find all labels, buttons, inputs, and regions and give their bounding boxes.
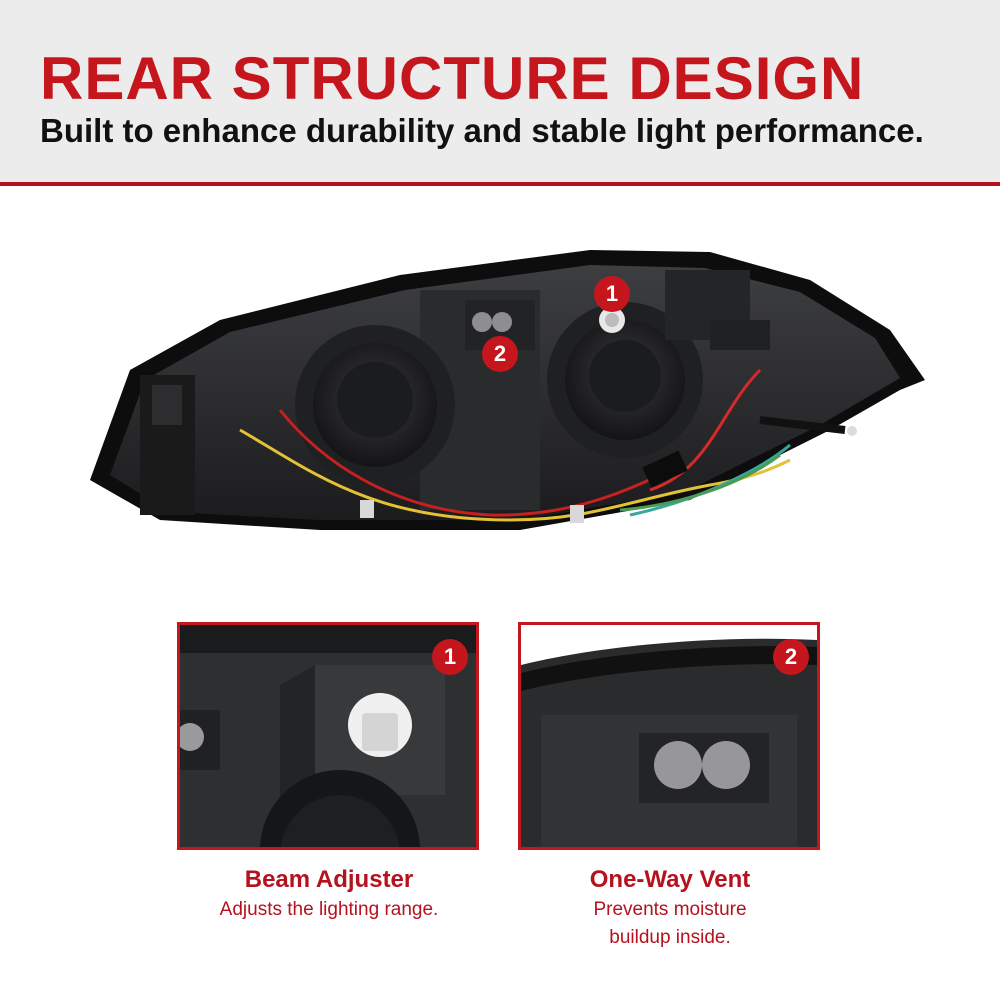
page-title: REAR STRUCTURE DESIGN — [40, 45, 865, 112]
page-subtitle: Built to enhance durability and stable l… — [40, 112, 924, 149]
callout-marker-1: 1 — [594, 276, 630, 312]
beam-adjuster-description: Adjusts the lighting range. — [219, 899, 439, 920]
one-way-vent-description: Prevents moisture buildup inside. — [593, 899, 747, 948]
closeup-marker-1: 1 — [432, 639, 468, 675]
callout-marker-2-number: 2 — [493, 341, 507, 366]
header-divider — [0, 182, 1000, 186]
beam-adjuster-title: Beam Adjuster — [244, 866, 414, 893]
headlight-rear-image: 1 2 — [70, 230, 950, 560]
one-way-vent-title: One-Way Vent — [589, 866, 751, 893]
closeup-marker-2-number: 2 — [784, 644, 798, 669]
one-way-vent-closeup: 2 — [518, 622, 820, 850]
beam-adjuster-closeup: 1 — [177, 622, 479, 850]
callout-marker-2: 2 — [482, 336, 518, 372]
callout-marker-1-number: 1 — [605, 281, 619, 306]
header-band: REAR STRUCTURE DESIGN Built to enhance d… — [0, 0, 1000, 182]
closeup-marker-2: 2 — [773, 639, 809, 675]
closeup-marker-1-number: 1 — [443, 644, 457, 669]
